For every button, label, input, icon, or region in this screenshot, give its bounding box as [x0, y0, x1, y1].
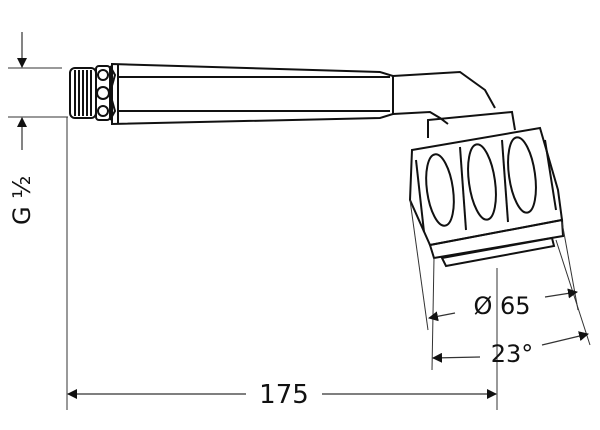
length-label: 175 [259, 380, 309, 410]
angle-dimension: 23° [432, 331, 589, 368]
thread-label: G ½ [8, 176, 36, 226]
angle-label: 23° [491, 340, 534, 368]
shower-head [408, 110, 565, 268]
handle [69, 62, 496, 126]
diameter-dimension: Ø 65 [428, 288, 578, 322]
length-dimension: 175 [67, 380, 497, 410]
head-extension-lines [409, 199, 591, 410]
diameter-label: Ø 65 [473, 292, 530, 320]
thread-dimension: G ½ [8, 32, 68, 225]
